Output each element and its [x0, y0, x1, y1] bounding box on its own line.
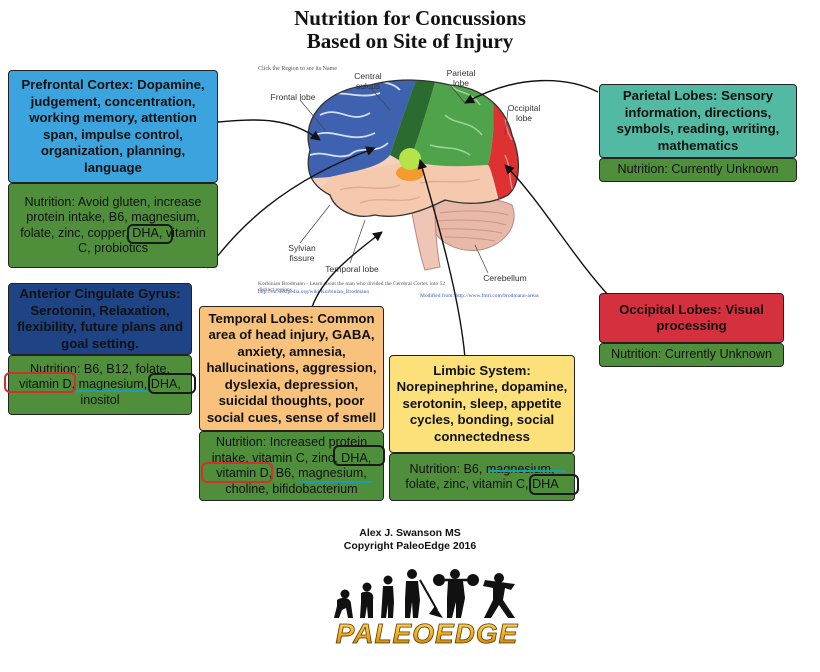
paleoedge-logo[interactable]: PALEOEDGE	[315, 560, 540, 650]
occipital-region	[488, 80, 519, 215]
acg-header-box: Anterior Cingulate Gyrus: Serotonin, Rel…	[8, 283, 192, 355]
prefrontal-header-box: Prefrontal Cortex: Dopamine, judgement, …	[8, 70, 218, 183]
credit-author: Alex J. Swanson MS	[359, 527, 461, 539]
credit-copyright: Copyright PaleoEdge 2016	[343, 540, 477, 552]
temporal-nutrition: Nutrition: Increased protein intake, vit…	[211, 435, 372, 496]
label-central-sulcus: Central sulcus	[354, 71, 382, 91]
occipital-nutrition-box: Nutrition: Currently Unknown	[599, 343, 784, 367]
parietal-header-box: Parietal Lobes: Sensory information, dir…	[599, 84, 797, 158]
title-line-2: Based on Site of Injury	[306, 29, 514, 53]
title-line-1: Nutrition for Concussions	[294, 6, 526, 30]
parietal-header: Parietal Lobes: Sensory information, dir…	[616, 88, 780, 153]
brain-caption: Click the Region to see its Name	[258, 66, 337, 72]
brain-footnote-source[interactable]: Modified from: http://www.fmri.com/brodm…	[420, 293, 539, 299]
label-sylvian-fissure: Sylvian fissure	[288, 243, 316, 263]
label-temporal-lobe: Temporal lobe	[325, 264, 379, 274]
brainstem-shape	[409, 204, 441, 271]
acg-nutrition-box: Nutrition: B6, B12, folate, vitamin D, m…	[8, 355, 192, 415]
prefrontal-header: Prefrontal Cortex: Dopamine, judgement, …	[21, 77, 205, 175]
limbic-nutrition: Nutrition: B6, magnesium, folate, zinc, …	[405, 461, 559, 492]
temporal-nutrition-box: Nutrition: Increased protein intake, vit…	[199, 431, 384, 501]
temporal-header-box: Temporal Lobes: Common area of head inju…	[199, 306, 384, 431]
parietal-nutrition: Nutrition: Currently Unknown	[617, 162, 779, 177]
label-cerebellum: Cerebellum	[483, 273, 527, 283]
occipital-nutrition: Nutrition: Currently Unknown	[611, 347, 772, 362]
acg-nutrition: Nutrition: B6, B12, folate, vitamin D, m…	[19, 361, 181, 407]
limbic-header-box: Limbic System: Norepinephrine, dopamine,…	[389, 355, 575, 453]
label-occipital-lobe: Occipital lobe	[507, 103, 541, 123]
temporal-header: Temporal Lobes: Common area of head inju…	[206, 310, 377, 425]
label-parietal-lobe: Parietal lobe	[446, 68, 476, 88]
limbic-nutrition-box: Nutrition: B6, magnesium, folate, zinc, …	[389, 453, 575, 501]
prefrontal-nutrition: Nutrition: Avoid gluten, increase protei…	[20, 194, 206, 256]
occipital-header-box: Occipital Lobes: Visual processing	[599, 293, 784, 343]
label-frontal-lobe: Frontal lobe	[270, 92, 316, 102]
evolution-silhouettes	[334, 569, 515, 618]
acg-header: Anterior Cingulate Gyrus: Serotonin, Rel…	[16, 286, 184, 351]
parietal-nutrition-box: Nutrition: Currently Unknown	[599, 158, 797, 182]
logo-wordmark: PALEOEDGE	[336, 618, 519, 649]
occipital-header: Occipital Lobes: Visual processing	[619, 301, 764, 334]
prefrontal-nutrition-box: Nutrition: Avoid gluten, increase protei…	[8, 183, 218, 268]
limbic-header: Limbic System: Norepinephrine, dopamine,…	[396, 362, 568, 444]
